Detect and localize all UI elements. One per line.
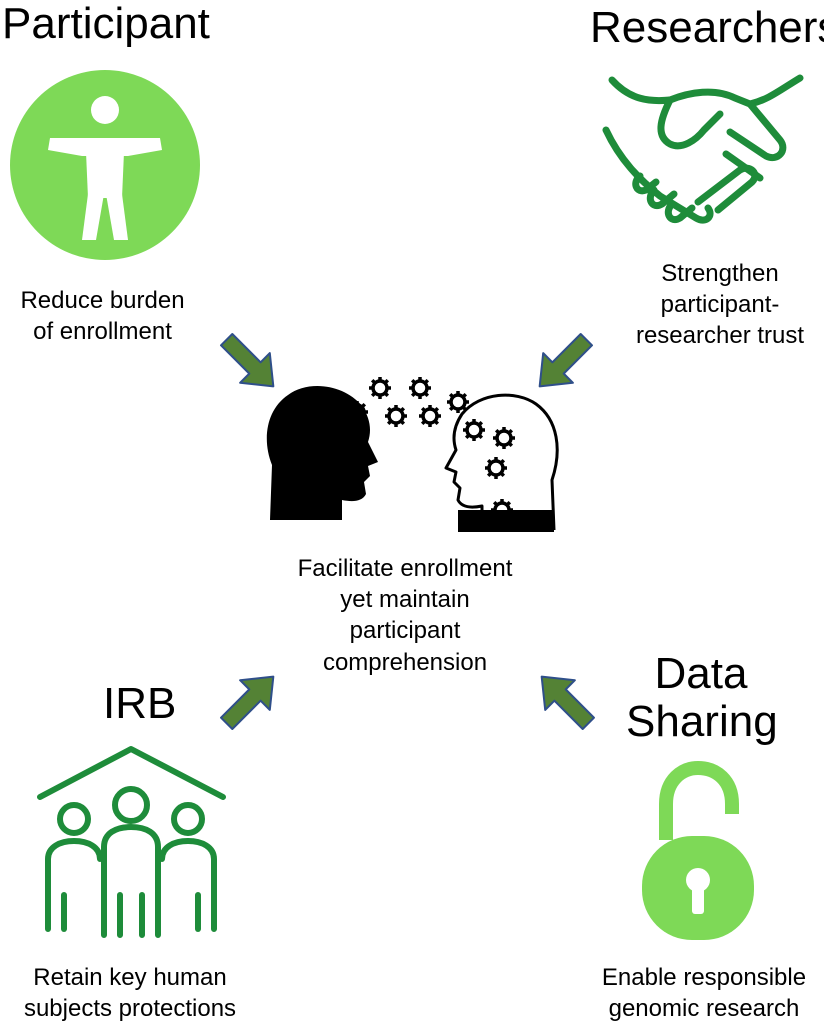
center-caption-line: comprehension xyxy=(322,648,488,676)
researchers-caption-line: participant- xyxy=(660,291,780,319)
irb-caption-line: Retain key human xyxy=(33,964,227,991)
data-sharing-title-line: Data xyxy=(654,649,748,698)
irb-caption: Retain key human subjects protections xyxy=(0,962,260,1024)
data-sharing-caption: Enable responsible genomic research xyxy=(584,962,824,1024)
center-caption: Facilitate enrollment yet maintain parti… xyxy=(270,553,540,678)
irb-caption-line: subjects protections xyxy=(23,995,237,1023)
data-sharing-caption-line: Enable responsible xyxy=(601,964,807,991)
arrow-from-data-sharing xyxy=(530,665,600,735)
participant-caption-line: of enrollment xyxy=(33,318,172,346)
researchers-title: Researchers xyxy=(590,3,824,52)
participant-title: Participant xyxy=(2,0,210,48)
center-caption-line: participant xyxy=(349,617,461,645)
researchers-caption-line: Strengthen xyxy=(661,260,779,287)
center-caption-line: Facilitate enrollment xyxy=(297,555,513,582)
data-sharing-title-line: Sharing xyxy=(626,696,778,746)
researchers-caption: Strengthen participant- researcher trust xyxy=(620,258,820,352)
irb-title: IRB xyxy=(103,679,177,728)
family-house-icon xyxy=(34,745,229,940)
researchers-caption-line: researcher trust xyxy=(635,322,805,350)
data-sharing-caption-line: genomic research xyxy=(608,995,800,1023)
accessibility-person-icon xyxy=(10,70,200,260)
data-sharing-title: Data Sharing xyxy=(626,649,778,746)
two-heads-gears-icon xyxy=(262,370,562,545)
arrow-from-irb xyxy=(215,665,285,735)
unlocked-padlock-icon xyxy=(638,760,758,942)
arrow-from-researchers xyxy=(528,328,598,398)
participant-caption: Reduce burden of enrollment xyxy=(0,285,205,347)
handshake-icon xyxy=(600,70,810,240)
arrow-from-participant xyxy=(215,328,285,398)
center-caption-line: yet maintain xyxy=(340,586,470,614)
participant-caption-line: Reduce burden xyxy=(20,287,185,314)
